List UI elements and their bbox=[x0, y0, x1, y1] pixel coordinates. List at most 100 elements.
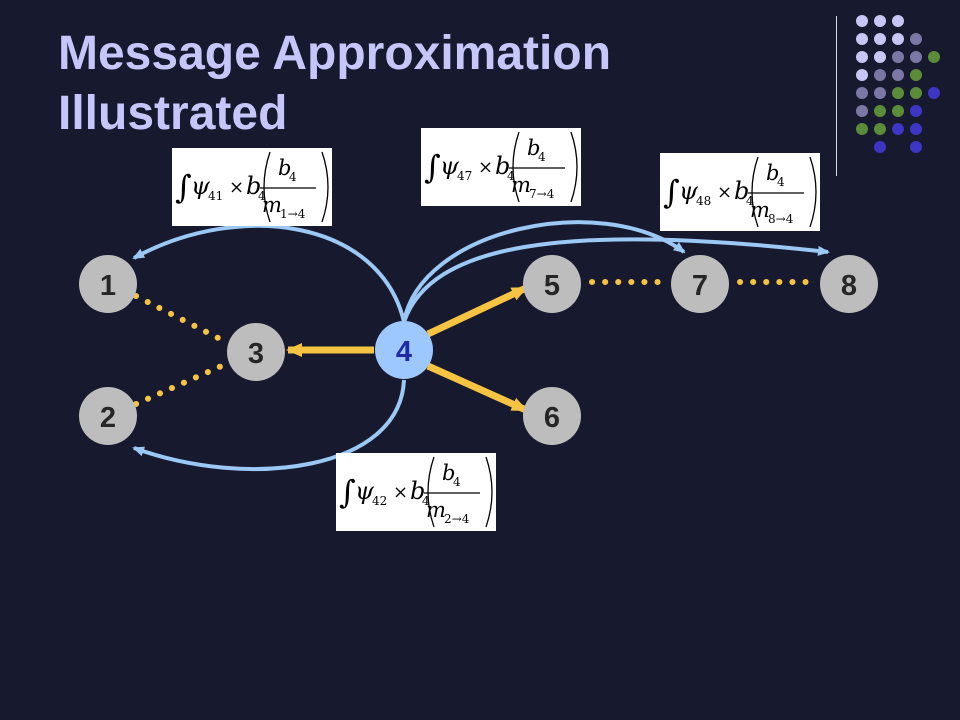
node-4: 4 bbox=[375, 321, 433, 379]
node-3: 3 bbox=[227, 323, 285, 381]
title-line-2: Illustrated bbox=[58, 87, 288, 140]
denominator-m: m bbox=[511, 173, 531, 197]
decor-dot bbox=[874, 87, 886, 99]
decor-dot bbox=[928, 51, 940, 63]
message-arrow-4-8 bbox=[402, 237, 830, 323]
decor-dot bbox=[892, 69, 904, 81]
formula-box bbox=[336, 453, 496, 531]
decor-dot bbox=[874, 51, 886, 63]
right-paren bbox=[809, 156, 817, 228]
node-label: 7 bbox=[692, 270, 708, 302]
psi-subscript: 47 bbox=[457, 169, 472, 183]
b-subscript: 4 bbox=[258, 189, 266, 203]
b-subscript: 4 bbox=[422, 494, 430, 508]
message-arrows bbox=[132, 220, 830, 471]
node-2: 2 bbox=[79, 387, 137, 445]
node-8: 8 bbox=[820, 255, 878, 313]
decor-dot bbox=[910, 105, 922, 117]
decor-dot bbox=[874, 69, 886, 81]
decor-dot bbox=[856, 51, 868, 63]
message-arrow-4-1 bbox=[132, 223, 406, 323]
integral-sign: ∫ bbox=[175, 168, 192, 206]
decor-dot bbox=[892, 33, 904, 45]
node-7: 7 bbox=[671, 255, 729, 313]
numerator-subscript: 4 bbox=[538, 150, 546, 164]
left-paren bbox=[427, 456, 435, 528]
formula-layer: ∫ψ41×b4b4m1→4∫ψ47×b4b4m7→4∫ψ48×b4b4m8→4∫… bbox=[172, 128, 820, 531]
b-symbol: b bbox=[734, 177, 749, 205]
formula-box bbox=[421, 128, 581, 206]
numerator-subscript: 4 bbox=[453, 475, 461, 489]
times-symbol: × bbox=[478, 157, 493, 178]
right-paren bbox=[321, 151, 329, 223]
denominator-subscript: 1→4 bbox=[280, 207, 306, 221]
edge-2-3 bbox=[133, 361, 229, 407]
b-symbol: b bbox=[495, 152, 510, 180]
node-label: 8 bbox=[841, 270, 857, 302]
psi-symbol: ψ bbox=[355, 477, 375, 505]
decor-dot bbox=[892, 123, 904, 135]
formula-box bbox=[172, 148, 332, 226]
b-symbol: b bbox=[246, 172, 261, 200]
dotted-edges bbox=[133, 279, 821, 407]
psi-subscript: 42 bbox=[372, 494, 387, 508]
times-symbol: × bbox=[393, 482, 408, 503]
b-subscript: 4 bbox=[507, 169, 515, 183]
numerator-subscript: 4 bbox=[777, 175, 785, 189]
formula-box bbox=[660, 153, 820, 231]
decor-dot bbox=[892, 51, 904, 63]
decor-dot bbox=[910, 51, 922, 63]
numerator-b: b bbox=[766, 161, 779, 185]
message-arrow-4-7 bbox=[402, 220, 686, 323]
node-label: 5 bbox=[544, 270, 560, 302]
denominator-m: m bbox=[750, 198, 770, 222]
psi-subscript: 41 bbox=[208, 189, 223, 203]
node-label: 3 bbox=[248, 338, 264, 370]
edge-1-3 bbox=[133, 293, 229, 345]
times-symbol: × bbox=[717, 182, 732, 203]
node-6: 6 bbox=[523, 387, 581, 445]
decor-dot bbox=[856, 15, 868, 27]
decor-dot bbox=[856, 105, 868, 117]
decor-dot bbox=[910, 69, 922, 81]
decor-divider bbox=[836, 16, 837, 176]
numerator-b: b bbox=[278, 156, 291, 180]
b-subscript: 4 bbox=[746, 194, 754, 208]
psi-symbol: ψ bbox=[679, 177, 699, 205]
message-arrow-4-2 bbox=[132, 379, 406, 471]
decor-dot bbox=[874, 105, 886, 117]
decor-dot bbox=[874, 15, 886, 27]
decor-dot bbox=[856, 69, 868, 81]
psi-symbol: ψ bbox=[191, 172, 211, 200]
right-paren bbox=[485, 456, 493, 528]
integral-sign: ∫ bbox=[424, 148, 441, 186]
node-label: 4 bbox=[396, 336, 412, 368]
edge-4-6 bbox=[426, 362, 528, 414]
numerator-b: b bbox=[527, 136, 540, 160]
decor-dot-grid bbox=[856, 15, 940, 153]
left-paren bbox=[751, 156, 759, 228]
psi-subscript: 48 bbox=[696, 194, 711, 208]
decor-dot bbox=[910, 123, 922, 135]
denominator-m: m bbox=[426, 498, 446, 522]
decor-dot bbox=[892, 105, 904, 117]
decor-dot bbox=[874, 141, 886, 153]
decor-dot bbox=[856, 33, 868, 45]
decor-dot bbox=[856, 87, 868, 99]
integral-sign: ∫ bbox=[339, 473, 356, 511]
numerator-b: b bbox=[442, 461, 455, 485]
slide-title: Message Approximation Illustrated bbox=[58, 24, 611, 144]
decor-dot bbox=[874, 33, 886, 45]
decor-dot bbox=[910, 33, 922, 45]
numerator-subscript: 4 bbox=[289, 170, 297, 184]
denominator-subscript: 7→4 bbox=[529, 187, 555, 201]
node-label: 2 bbox=[100, 402, 116, 434]
node-1: 1 bbox=[79, 255, 137, 313]
integral-sign: ∫ bbox=[663, 173, 680, 211]
decor-dot bbox=[892, 15, 904, 27]
psi-symbol: ψ bbox=[440, 152, 460, 180]
